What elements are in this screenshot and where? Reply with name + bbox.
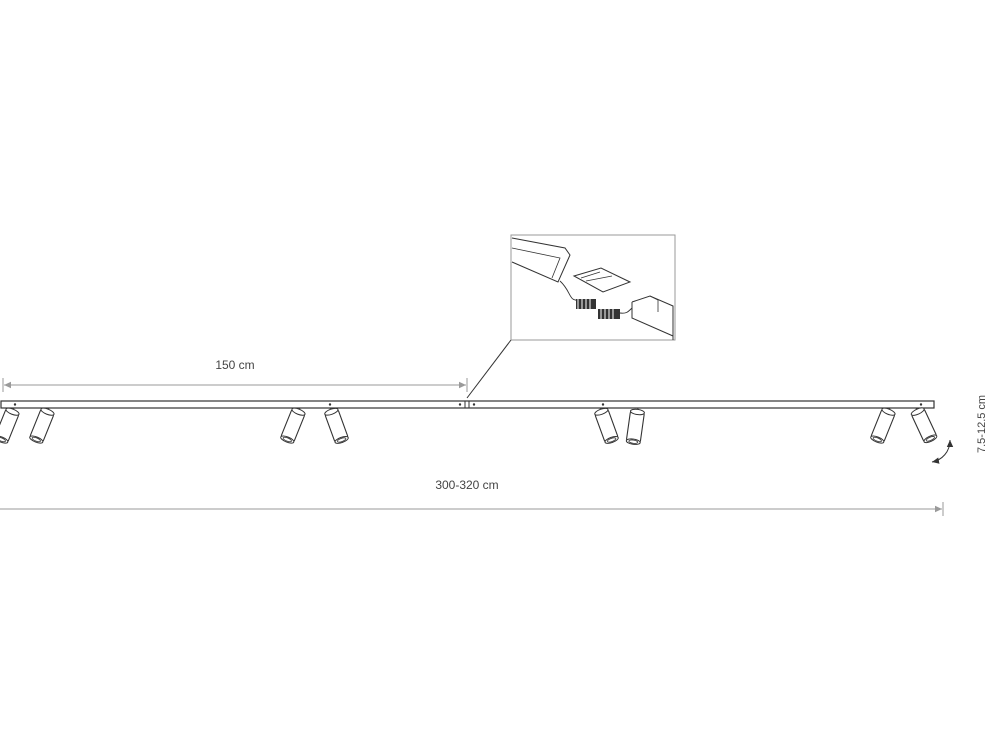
rotation-arrow-icon: [931, 439, 954, 464]
spotlight: [593, 406, 620, 446]
total-length-label: 300-320 cm: [435, 478, 498, 492]
spotlight: [0, 406, 21, 446]
leader-line: [466, 339, 512, 399]
spotlight: [279, 406, 307, 446]
spotlight: [28, 406, 56, 446]
connector-detail-inset: [510, 234, 676, 341]
spotlight: [869, 406, 897, 446]
half-length-label: 150 cm: [215, 358, 254, 372]
half-length-dimension: 150 cm: [2, 358, 468, 392]
spotlight: [909, 405, 939, 445]
total-length-dimension: 300-320 cm: [0, 478, 944, 516]
spotlight: [323, 406, 350, 446]
height-label: 7.5-12.5 cm: [976, 395, 988, 453]
spotlights: [0, 405, 939, 446]
spotlight: [625, 407, 646, 446]
track-rail: [0, 400, 935, 409]
